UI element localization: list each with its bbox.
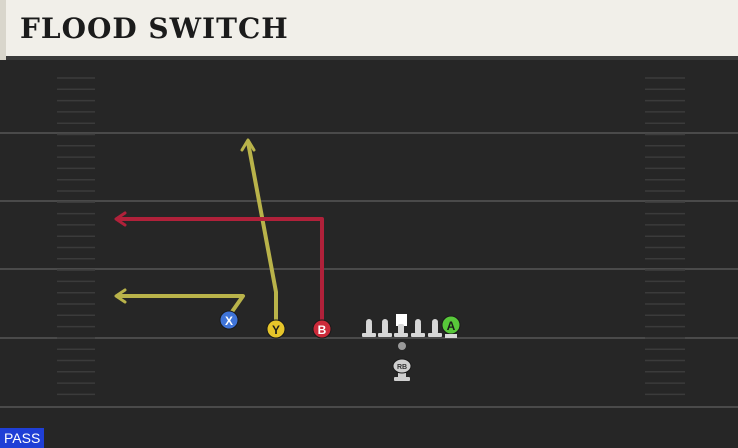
running-back-stand	[394, 372, 410, 381]
routes	[114, 138, 324, 327]
yard-lines	[0, 132, 738, 408]
player-y-label: Y	[272, 323, 280, 337]
player-b: B	[312, 319, 332, 339]
route-b-arrowhead	[114, 211, 127, 227]
player-rb-label: RB	[397, 364, 407, 371]
hash-marks-left	[57, 77, 95, 396]
offensive-line	[362, 314, 442, 381]
title-accent	[0, 0, 6, 60]
quarterback	[398, 342, 406, 350]
center	[394, 314, 408, 337]
route-x-arrowhead	[114, 288, 127, 304]
play-type-badge: PASS	[0, 428, 45, 448]
play-field: X Y B A RB	[0, 77, 738, 408]
player-a: A	[441, 315, 461, 338]
route-y-arrowhead	[240, 138, 256, 152]
player-a-label: A	[447, 319, 456, 333]
player-y: Y	[266, 319, 286, 339]
route-y	[246, 140, 278, 327]
lineman	[362, 319, 376, 337]
player-rb: RB	[392, 358, 412, 374]
player-b-label: B	[318, 323, 327, 337]
lineman	[428, 319, 442, 337]
lineman	[411, 319, 425, 337]
hash-marks-right	[645, 77, 685, 396]
lineman	[378, 319, 392, 337]
route-x	[116, 294, 245, 318]
play-title: FLOOD SWITCH	[20, 12, 289, 45]
player-x-label: X	[225, 314, 233, 328]
route-b	[116, 217, 324, 327]
player-x: X	[219, 310, 239, 330]
title-banner: FLOOD SWITCH	[0, 0, 738, 60]
